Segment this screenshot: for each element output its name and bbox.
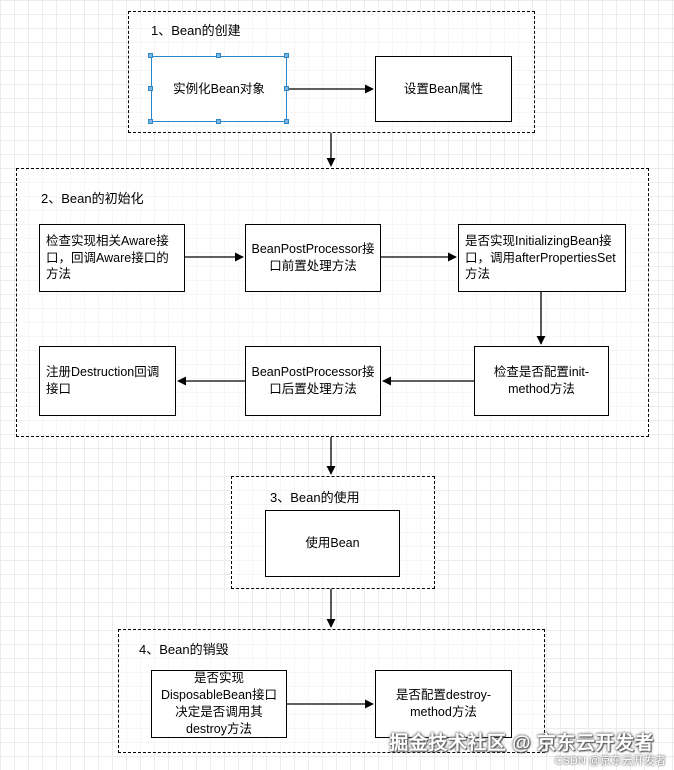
node-initializing-bean[interactable]: 是否实现InitializingBean接口，调用afterProperties…	[458, 224, 626, 292]
watermark-juejin: 掘金技术社区 @ 京东云开发者	[389, 733, 654, 754]
node-set-bean-properties-label: 设置Bean属性	[403, 81, 484, 96]
node-disposable-bean[interactable]: 是否实现DisposableBean接口决定是否调用其destroy方法	[151, 670, 287, 738]
selection-handle-br[interactable]	[284, 119, 289, 124]
selection-handle-tc[interactable]	[216, 53, 221, 58]
selection-handle-tr[interactable]	[284, 53, 289, 58]
selection-handle-ml[interactable]	[148, 86, 153, 91]
node-use-bean-label: 使用Bean	[305, 536, 360, 551]
selection-handle-mr[interactable]	[284, 86, 289, 91]
node-instantiate-bean-label: 实例化Bean对象	[173, 81, 265, 96]
node-disposable-bean-label: 是否实现DisposableBean接口决定是否调用其destroy方法	[160, 671, 278, 736]
node-destroy-method-label: 是否配置destroy-method方法	[395, 688, 492, 719]
node-bpp-after-label: BeanPostProcessor接口后置处理方法	[251, 365, 375, 396]
selection-handle-tl[interactable]	[148, 53, 153, 58]
node-instantiate-bean[interactable]: 实例化Bean对象	[151, 56, 287, 122]
group-title-creation: 1、Bean的创建	[151, 23, 241, 38]
node-set-bean-properties[interactable]: 设置Bean属性	[375, 56, 512, 122]
node-bpp-before-label: BeanPostProcessor接口前置处理方法	[251, 242, 375, 273]
node-check-init-method-label: 检查是否配置init-method方法	[493, 365, 590, 396]
selection-handle-bl[interactable]	[148, 119, 153, 124]
node-check-init-method[interactable]: 检查是否配置init-method方法	[474, 346, 609, 416]
group-title-usage: 3、Bean的使用	[270, 490, 360, 505]
node-check-aware[interactable]: 检查实现相关Aware接口，回调Aware接口的方法	[39, 224, 185, 292]
node-check-aware-label: 检查实现相关Aware接口，回调Aware接口的方法	[46, 233, 169, 282]
node-use-bean[interactable]: 使用Bean	[265, 510, 400, 577]
group-title-initialization: 2、Bean的初始化	[41, 191, 144, 206]
group-title-destruction: 4、Bean的销毁	[139, 642, 229, 657]
node-destroy-method[interactable]: 是否配置destroy-method方法	[375, 670, 512, 738]
node-initializing-bean-label: 是否实现InitializingBean接口，调用afterProperties…	[465, 233, 616, 282]
selection-handle-bc[interactable]	[216, 119, 221, 124]
node-bpp-after[interactable]: BeanPostProcessor接口后置处理方法	[245, 346, 381, 416]
watermark-csdn: CSDN @京东云开发者	[554, 755, 666, 767]
node-register-destruction-label: 注册Destruction回调接口	[46, 365, 160, 396]
node-register-destruction[interactable]: 注册Destruction回调接口	[39, 346, 176, 416]
node-bpp-before[interactable]: BeanPostProcessor接口前置处理方法	[245, 224, 381, 292]
